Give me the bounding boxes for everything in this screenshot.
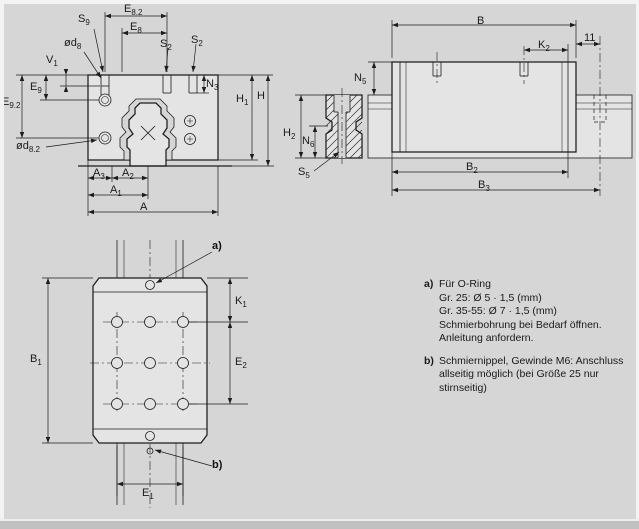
callout-b: b) (212, 459, 223, 471)
cross-section-view (16, 12, 274, 216)
dim-label-n6: N6 (302, 135, 315, 150)
rail-section-profile (126, 102, 170, 167)
dim-label-e2: E2 (235, 356, 247, 371)
dim-label-b1: B1 (30, 353, 42, 368)
dim-label-n3: N3 (206, 78, 219, 93)
note-line: Gr. 25: Ø 5 · 1,5 (mm) (439, 291, 542, 304)
page-margin-left (0, 0, 4, 529)
dim-label-e8-2: E8.2 (124, 3, 143, 18)
side-view (295, 20, 633, 196)
dim-label-s2-b: S2 (191, 34, 203, 49)
dim-label-b3: B3 (478, 179, 490, 194)
dim-label-b2: B2 (466, 161, 478, 176)
note-b: b)Schmiernippel, Gewinde M6: Anschluss a… (424, 355, 638, 396)
dim-label-k1: K1 (235, 295, 247, 310)
dim-label-h2: H2 (283, 127, 296, 142)
dim-label-b: B (477, 15, 485, 27)
note-a: a)Für O-Ring Gr. 25: Ø 5 · 1,5 (mm) Gr. … (424, 278, 638, 346)
note-line: allseitig möglich (bei Größe 25 nur (439, 368, 599, 380)
dim-label-k2: K2 (538, 39, 550, 54)
note-line: a)Für O-Ring (424, 278, 491, 290)
dim-label-e9: E9 (30, 81, 42, 96)
dim-label-s2-a: S2 (160, 38, 172, 53)
grease-nipple (146, 447, 154, 455)
note-line: Gr. 35-55: Ø 7 · 1,5 (mm) (439, 305, 557, 317)
ball-track-upper (184, 115, 196, 127)
page-margin-right (636, 0, 639, 529)
dim-label-a: A (140, 201, 148, 213)
carriage-side-outline (391, 61, 577, 153)
note-line: b)Schmiernippel, Gewinde M6: Anschluss (424, 354, 624, 367)
dim-label-s5: S5 (298, 166, 310, 181)
dim-label-n5: N5 (354, 72, 367, 87)
dim-label-a2: A2 (122, 167, 134, 182)
notes-block: a)Für O-Ring Gr. 25: Ø 5 · 1,5 (mm) Gr. … (424, 278, 638, 404)
note-line: Schmierbohrung bei Bedarf öffnen. (439, 318, 602, 331)
lube-port-bottom (145, 431, 155, 441)
dim-label-v1: V1 (46, 54, 58, 69)
page-bottom-strip (0, 519, 639, 529)
dim-label-h: H (257, 90, 265, 102)
dim-label-e8: E8 (130, 21, 142, 36)
dim-label-h1: H1 (236, 93, 249, 108)
dim-label-a1: A1 (110, 184, 122, 199)
dim-label-11: 11 (584, 32, 596, 44)
dim-label-a3: A3 (93, 167, 105, 182)
dim-label-e9-2: E9.2 (2, 96, 21, 111)
top-view (42, 240, 248, 508)
callout-a: a) (212, 240, 222, 252)
dim-label-e1: E1 (142, 487, 154, 502)
dim-label-od8: ød8 (64, 37, 82, 52)
ball-track-lower (184, 133, 196, 145)
o-ring-port (145, 280, 155, 290)
note-line: Anleitung anfordern. (439, 332, 534, 344)
dim-label-s9: S9 (78, 13, 90, 28)
dim-label-od8-2: ød8.2 (16, 140, 40, 155)
page-margin-top (0, 0, 639, 4)
note-line: stirnseitig) (439, 381, 487, 394)
